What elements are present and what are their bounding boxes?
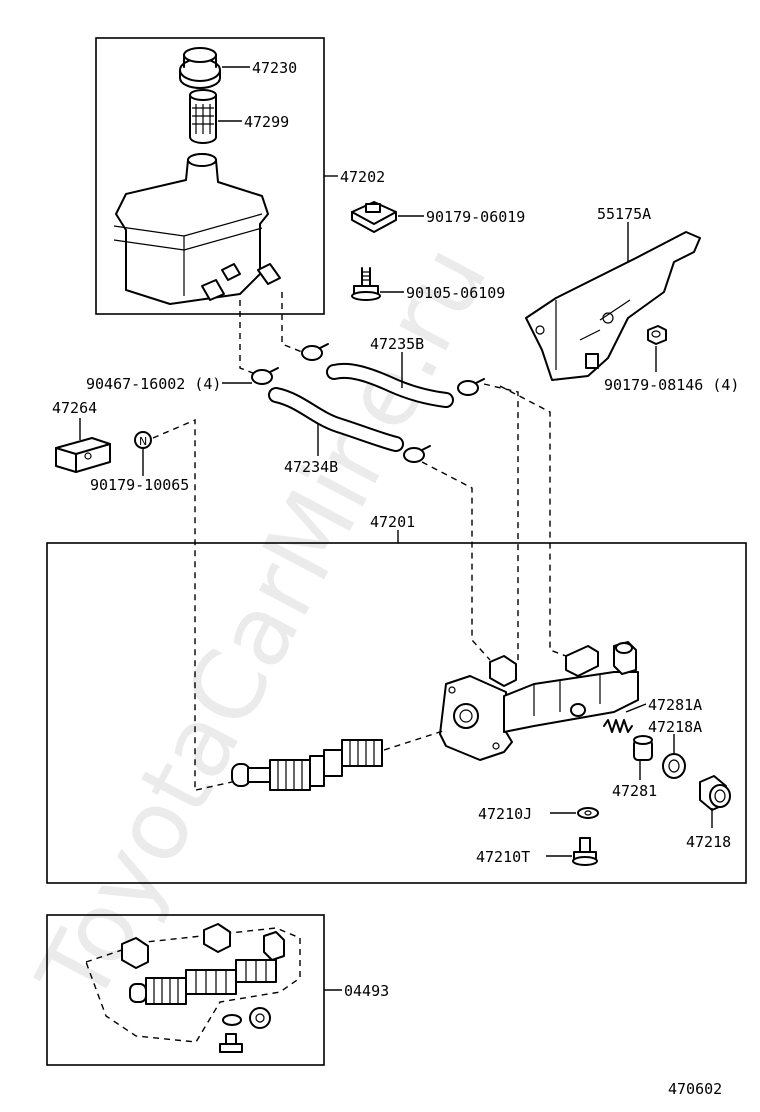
label-47234B: 47234B (284, 458, 338, 476)
piston-cup-47281 (633, 735, 653, 761)
master-cylinder-group-box (46, 542, 747, 884)
label-04493: 04493 (344, 982, 389, 1000)
hose-clip-set (251, 343, 485, 463)
label-90179-10065: 90179-10065 (90, 476, 189, 494)
nut-90179-08146 (647, 325, 667, 345)
union-bolt-47218 (699, 775, 731, 811)
bolt-90105-06109 (351, 267, 381, 301)
reservoir-bracket (525, 231, 701, 381)
label-47202: 47202 (340, 168, 385, 186)
label-47218: 47218 (686, 833, 731, 851)
label-47230: 47230 (252, 59, 297, 77)
hose-47234B (268, 387, 404, 452)
label-90179-08146: 90179-08146 (4) (604, 376, 739, 394)
svg-text:N: N (139, 435, 147, 448)
watermark-text: ToyotaCarMine.ru (16, 228, 509, 1022)
label-47299: 47299 (244, 113, 289, 131)
seal-47218A (662, 753, 686, 779)
repair-kit-illustration (85, 923, 301, 1053)
clamp-47264 (55, 437, 111, 473)
label-47218A: 47218A (648, 718, 702, 736)
label-55175A: 55175A (597, 205, 651, 223)
reservoir-strainer (189, 89, 217, 144)
bleeder-47210T (572, 837, 598, 866)
label-90467-16002: 90467-16002 (4) (86, 375, 221, 393)
label-47281A: 47281A (648, 696, 702, 714)
label-47281: 47281 (612, 782, 657, 800)
reservoir-cap (179, 47, 221, 89)
grommet-90179-06019 (351, 201, 397, 233)
master-cylinder-body (439, 641, 639, 761)
pin-90179-10065: N (134, 431, 152, 449)
diagram-code: 470602 (668, 1080, 722, 1098)
spring-47281A (603, 719, 633, 733)
label-47201: 47201 (370, 513, 415, 531)
label-47235B: 47235B (370, 335, 424, 353)
hose-47235B (326, 362, 454, 408)
label-47210T: 47210T (476, 848, 530, 866)
washer-47210J (577, 807, 599, 819)
label-47210J: 47210J (478, 805, 532, 823)
label-47264: 47264 (52, 399, 97, 417)
piston-assembly (231, 739, 383, 791)
brake-fluid-reservoir (113, 153, 281, 305)
label-90179-06019: 90179-06019 (426, 208, 525, 226)
label-90105-06109: 90105-06109 (406, 284, 505, 302)
